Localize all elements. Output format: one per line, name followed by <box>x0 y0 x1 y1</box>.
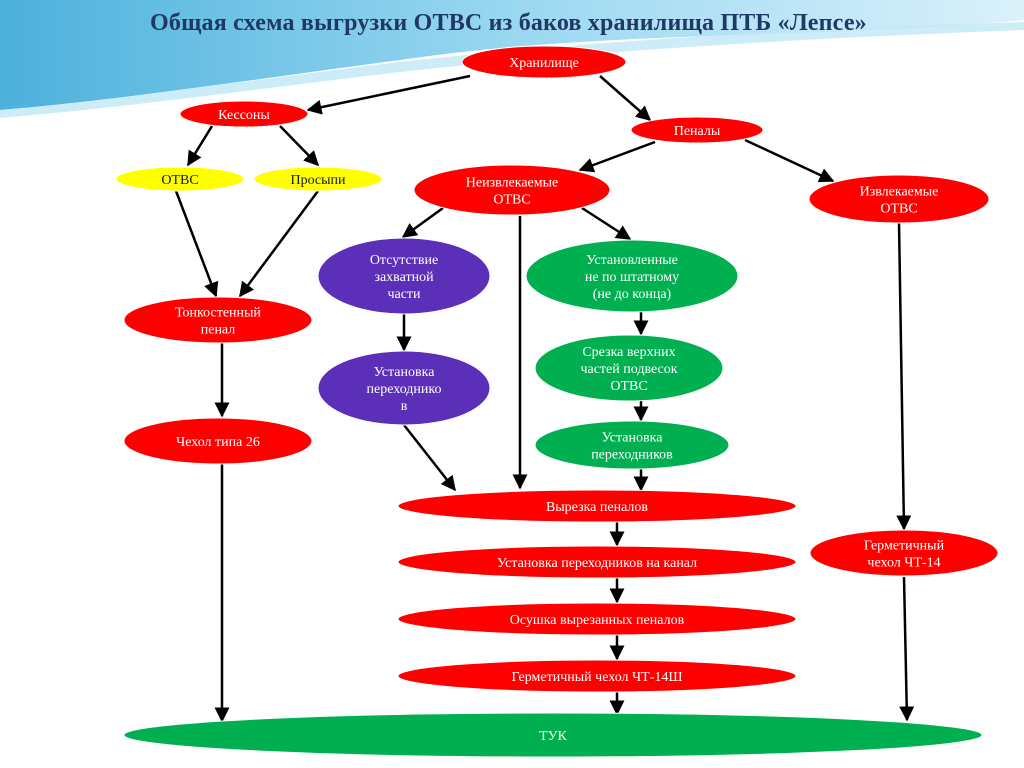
node-adapters-shape <box>534 420 730 470</box>
node-cover26: Чехол типа 26 <box>123 417 313 465</box>
node-sealed14sh-shape <box>397 659 797 693</box>
node-cut_cases: Вырезка пеналов <box>397 489 797 523</box>
node-sealed14sh-label: Герметичный чехол ЧТ-14Ш <box>512 670 683 685</box>
node-nonremovable-label: ОТВС <box>493 193 530 208</box>
node-dry: Осушка вырезанных пеналов <box>397 602 797 636</box>
node-nonremovable-shape <box>413 164 611 216</box>
node-caissons-shape <box>179 100 309 128</box>
node-thinwall: Тонкостенный пенал <box>123 296 313 344</box>
node-otvs-label: ОТВС <box>161 173 198 188</box>
arrow-cases-to-removable <box>744 138 835 183</box>
node-adapters-label: переходников <box>591 448 673 463</box>
node-spills-shape <box>253 166 383 192</box>
arrow-storage-to-caissons <box>306 74 471 115</box>
node-dry-shape <box>397 602 797 636</box>
node-removable-label: ОТВС <box>880 202 917 217</box>
node-nograb-label: части <box>387 287 421 302</box>
node-thinwall-shape <box>123 296 313 344</box>
node-sealed14-label: чехол ЧТ-14 <box>867 556 940 571</box>
node-adapters: Установка переходников <box>534 420 730 470</box>
arrow-removable-to-sealed14 <box>896 222 912 531</box>
node-sealed14-label: Герметичный <box>864 539 945 554</box>
node-adapter_channel: Установка переходников на канал <box>397 545 797 579</box>
node-cases-shape <box>630 116 764 144</box>
node-tuk: ТУК <box>123 712 983 758</box>
node-sealed14sh: Герметичный чехол ЧТ-14Ш <box>397 659 797 693</box>
node-adapter_install-label: переходнико <box>367 382 442 397</box>
node-cut_cases-label: Вырезка пеналов <box>546 500 648 515</box>
node-thinwall-label: Тонкостенный <box>175 306 261 321</box>
node-tuk-label: ТУК <box>539 729 567 744</box>
node-nonstandard-label: (не до конца) <box>593 287 672 302</box>
node-adapter_install-shape <box>317 350 491 426</box>
arrow-otvs-to-thinwall <box>174 190 219 298</box>
node-storage: Хранилище <box>461 45 627 79</box>
node-cut_tops-label: ОТВС <box>610 379 647 394</box>
arrow-caissons-to-spills <box>279 125 320 167</box>
node-spills: Просыпи <box>253 166 383 192</box>
node-removable-label: Извлекаемые <box>860 185 939 200</box>
node-nograb-label: Отсутствие <box>370 253 438 268</box>
node-tuk-shape <box>123 712 983 758</box>
node-cut_tops-label: Срезка верхних <box>582 345 675 360</box>
node-spills-label: Просыпи <box>290 173 346 188</box>
node-storage-shape <box>461 45 627 79</box>
node-nonstandard-label: Установленные <box>586 253 678 268</box>
node-nonremovable-label: Неизвлекаемые <box>466 176 558 191</box>
node-adapter_install-label: Установка <box>374 365 436 380</box>
arrow-nonremovable-to-nonstandard <box>581 206 632 241</box>
node-sealed14: Герметичный чехол ЧТ-14 <box>809 529 999 577</box>
node-nonstandard-label: не по штатному <box>585 270 679 285</box>
node-nonstandard: Установленные не по штатному (не до конца) <box>525 239 739 313</box>
node-cases: Пеналы <box>630 116 764 144</box>
node-nonstandard-shape <box>525 239 739 313</box>
node-sealed14-shape <box>809 529 999 577</box>
node-cut_tops-label: частей подвесок <box>580 362 677 377</box>
node-thinwall-label: пенал <box>201 323 236 338</box>
node-nograb-label: захватной <box>374 270 434 285</box>
node-cases-label: Пеналы <box>674 124 721 139</box>
node-removable-shape <box>808 174 990 224</box>
node-caissons: Кессоны <box>179 100 309 128</box>
arrow-nonremovable-to-nograb <box>401 206 444 239</box>
arrow-adapter_install-to-cut_cases <box>403 424 456 492</box>
arrow-cases-to-nonremovable <box>578 140 656 173</box>
arrow-spills-to-thinwall <box>238 190 320 298</box>
node-storage-label: Хранилище <box>509 56 579 71</box>
node-caissons-label: Кессоны <box>218 108 270 123</box>
node-cut_tops-shape <box>534 334 724 402</box>
node-adapter_channel-shape <box>397 545 797 579</box>
node-adapter_install-label: в <box>401 399 408 414</box>
node-adapter_install: Установка переходнико в <box>317 350 491 426</box>
node-adapters-label: Установка <box>602 431 664 446</box>
page-title: Общая схема выгрузки ОТВС из баков храни… <box>150 10 867 36</box>
node-nograb: Отсутствие захватной части <box>317 237 491 315</box>
node-cut_cases-shape <box>397 489 797 523</box>
node-cover26-shape <box>123 417 313 465</box>
node-adapter_channel-label: Установка переходников на канал <box>497 556 697 571</box>
arrow-storage-to-cases <box>599 75 652 121</box>
node-otvs: ОТВС <box>115 166 245 192</box>
arrow-sealed14-to-tuk <box>899 576 915 722</box>
node-dry-label: Осушка вырезанных пеналов <box>510 613 685 628</box>
node-cover26-label: Чехол типа 26 <box>176 435 260 450</box>
node-nograb-shape <box>317 237 491 315</box>
node-otvs-shape <box>115 166 245 192</box>
arrow-caissons-to-otvs <box>186 125 214 167</box>
